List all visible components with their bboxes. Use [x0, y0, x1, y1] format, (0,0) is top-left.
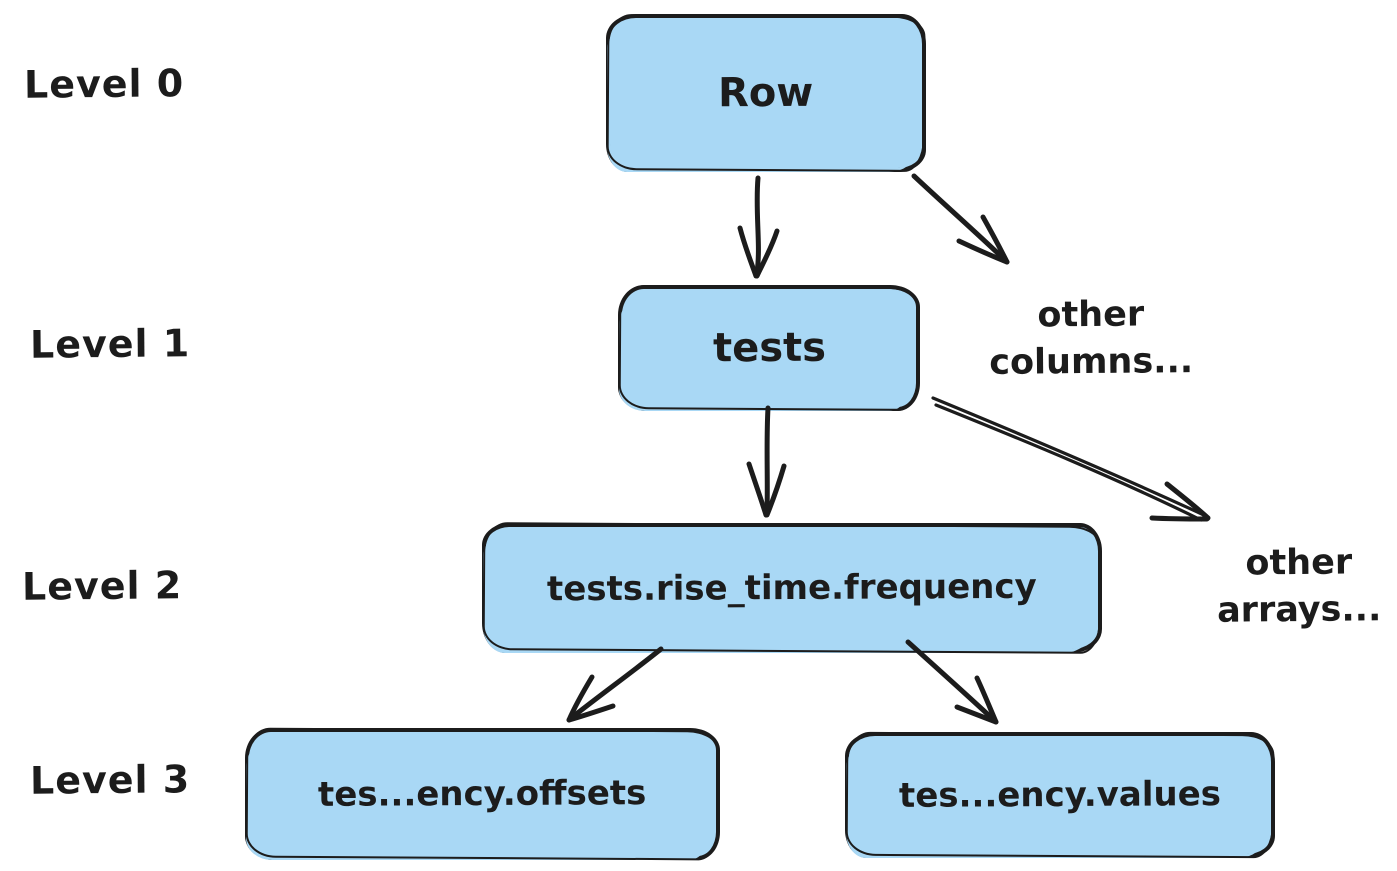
node-tests-label: tests	[712, 324, 826, 372]
node-tests: tests	[618, 285, 920, 411]
annotation-other-columns: other columns...	[985, 291, 1198, 387]
annotation-other-arrays: other arrays...	[1204, 539, 1395, 635]
node-offsets: tes...ency.offsets	[245, 728, 720, 860]
node-row-label: Row	[718, 69, 814, 117]
level-label-3: Level 3	[29, 757, 191, 803]
level-label-1: Level 1	[29, 321, 191, 367]
arrow-row-to-tests	[737, 175, 780, 279]
arrow-tests-to-frequency	[746, 405, 787, 518]
annotation-other-columns-line2: columns...	[989, 341, 1194, 384]
annotation-other-arrays-line1: other	[1245, 542, 1353, 584]
node-offsets-label: tes...ency.offsets	[318, 773, 647, 815]
arrow-tests-to-other-arrays	[931, 396, 1211, 522]
node-frequency: tests.rise_time.frequency	[482, 523, 1102, 653]
node-values: tes...ency.values	[845, 732, 1275, 858]
annotation-other-columns-line1: other	[1037, 294, 1145, 336]
arrow-row-to-other-columns	[911, 173, 1010, 265]
node-row: Row	[606, 14, 926, 172]
arrow-frequency-to-values	[905, 639, 999, 725]
annotation-other-arrays-line2: arrays...	[1216, 589, 1382, 631]
level-label-2: Level 2	[21, 563, 183, 609]
node-frequency-label: tests.rise_time.frequency	[547, 566, 1037, 610]
level-label-0: Level 0	[23, 61, 185, 107]
arrow-frequency-to-offsets	[566, 646, 664, 723]
node-values-label: tes...ency.values	[898, 774, 1222, 816]
